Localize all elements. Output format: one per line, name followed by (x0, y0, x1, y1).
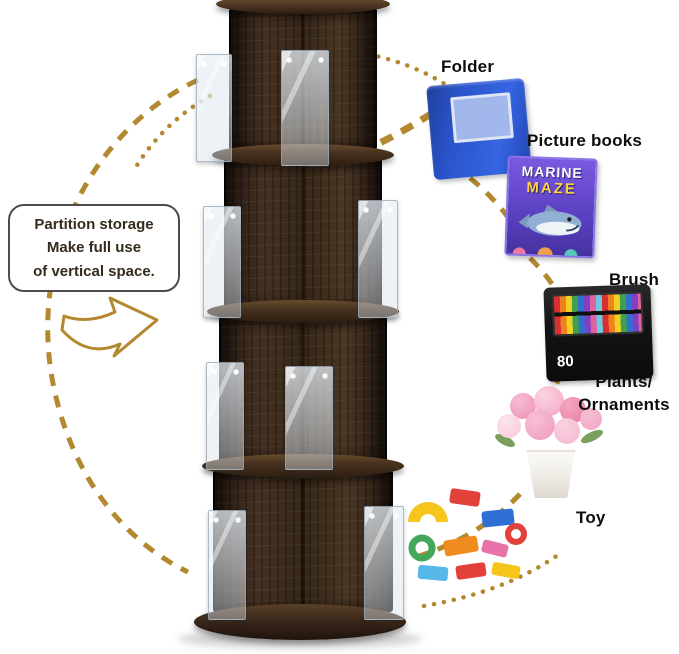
marker-set-illustration: 80 (543, 284, 654, 382)
label-folder: Folder (441, 57, 495, 76)
shelf-disc-3 (207, 300, 399, 323)
label-brush: Brush (609, 270, 660, 289)
acrylic-partition (364, 506, 404, 620)
trail-books-to-brush (528, 256, 561, 296)
acrylic-partition (208, 510, 246, 620)
folder-label-window (450, 92, 514, 144)
coral-decoration (506, 240, 593, 257)
arrow-outline (60, 296, 159, 358)
shark-icon (518, 204, 582, 236)
acrylic-partition (358, 200, 398, 318)
callout-line-2: Make full use (46, 239, 142, 257)
callout-line-1: Partition storage (34, 216, 154, 234)
shelf-tier-2 (224, 158, 382, 308)
label-toy: Toy (576, 508, 606, 527)
leaf (579, 427, 605, 446)
flower (497, 414, 521, 438)
flower-pot (526, 450, 576, 498)
flower (554, 418, 580, 444)
flower (580, 408, 602, 430)
label-plants-line-1: Plants/ (595, 372, 653, 391)
acrylic-partition (281, 50, 329, 166)
hand-drawn-arrow (60, 296, 159, 358)
acrylic-partition (206, 362, 244, 470)
picture-book-illustration: MARINE MAZE (504, 155, 598, 259)
label-picture-books: Picture books (527, 131, 643, 150)
acrylic-partition (285, 366, 333, 470)
label-plants-ornaments: Plants/ Ornaments (570, 371, 678, 417)
book-subtitle: MAZE (526, 179, 578, 198)
flower-arrangement-illustration (492, 386, 606, 498)
marker-tips (551, 291, 645, 337)
acrylic-partition (203, 206, 241, 318)
flower (525, 410, 555, 440)
callout-line-3: of vertical space. (33, 262, 155, 280)
dotted-arc-left (45, 77, 200, 575)
toy-blocks-illustration (408, 488, 527, 582)
dotted-arc-bottom-right (421, 549, 565, 609)
marker-count-badge: 80 (556, 352, 574, 371)
callout-bubble: Partition storage Make full use of verti… (8, 204, 180, 292)
shelf-top-disc (216, 0, 390, 14)
label-plants-line-2: Ornaments (578, 394, 670, 414)
acrylic-partition (196, 54, 232, 162)
